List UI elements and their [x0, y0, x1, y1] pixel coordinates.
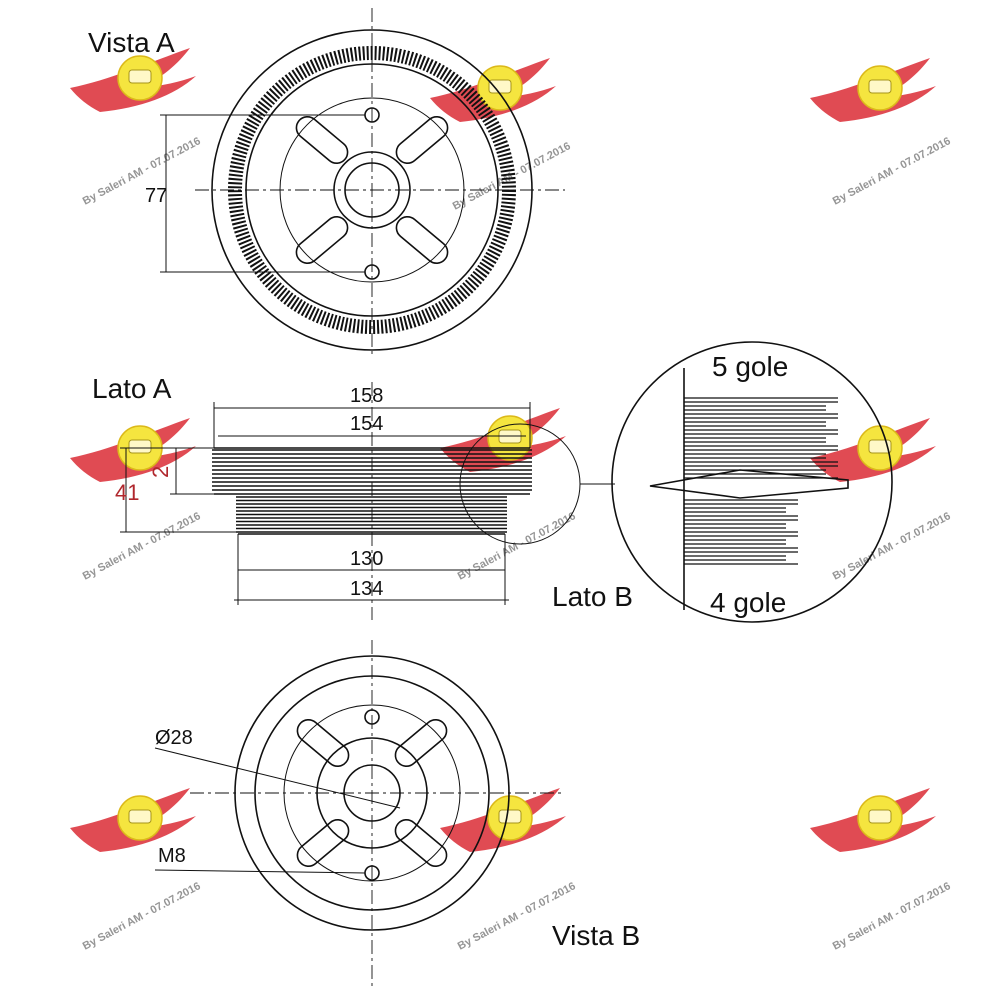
watermark-logo — [439, 787, 567, 853]
watermark-text: By Saleri AM - 07.07.2016 — [81, 135, 203, 207]
watermark-logo — [809, 57, 937, 123]
dimension-41: 41 — [115, 480, 139, 505]
watermark-text: By Saleri AM - 07.07.2016 — [831, 880, 953, 952]
groove-separator — [649, 469, 849, 499]
hub-face — [279, 97, 465, 283]
detail-label-4-gole: 4 gole — [710, 587, 786, 618]
dim-130: 130 — [237, 534, 506, 605]
spoke-slots — [296, 718, 448, 868]
view-label-vista-a: Vista A — [88, 27, 175, 58]
detail-circle — [611, 341, 893, 623]
watermark-text: By Saleri AM - 07.07.2016 — [81, 510, 203, 582]
dim-41-2: 41 2 — [115, 447, 238, 533]
watermark-text: By Saleri AM - 07.07.2016 — [451, 140, 573, 212]
dimension-130: 130 — [350, 548, 383, 570]
inner-rim — [254, 675, 490, 911]
hub-outer — [333, 151, 411, 229]
watermark-logo — [69, 787, 197, 853]
outer-rim — [211, 29, 533, 351]
dim-m8: M8 — [154, 845, 366, 874]
hub-outer — [316, 737, 428, 849]
dimension-m8: M8 — [158, 845, 186, 867]
outer-rim — [234, 655, 510, 931]
dimension-77: 77 — [145, 185, 167, 207]
dim-77: 77 — [145, 114, 365, 273]
dim-d28: Ø28 — [154, 727, 401, 809]
hub-face — [283, 704, 461, 882]
inner-rim — [245, 63, 499, 317]
detail-groove-lines — [649, 397, 849, 565]
view-side-lato-a: 158 154 130 134 41 2 Lato A Lato B — [92, 373, 633, 620]
spoke-slots — [295, 115, 449, 265]
detail-magnified-grooves: 5 gole 4 gole — [611, 341, 893, 623]
view-label-lato-b: Lato B — [552, 581, 633, 612]
view-label-lato-a: Lato A — [92, 373, 172, 404]
watermark-logo — [69, 417, 197, 483]
pulley-lower-grooves — [236, 496, 507, 533]
dimension-158: 158 — [350, 385, 383, 407]
view-b-front: Ø28 M8 Vista B — [154, 640, 640, 990]
dimension-154: 154 — [350, 413, 383, 435]
dim-154: 154 — [218, 413, 526, 437]
watermark-text: By Saleri AM - 07.07.2016 — [81, 880, 203, 952]
bolt-hole — [364, 709, 380, 725]
watermark-text: By Saleri AM - 07.07.2016 — [831, 510, 953, 582]
dim-158: 158 — [213, 385, 531, 448]
view-label-vista-b: Vista B — [552, 920, 640, 951]
view-a-front: 77 Vista A — [88, 8, 565, 355]
dimension-134: 134 — [350, 578, 383, 600]
watermark-logo — [809, 787, 937, 853]
detail-label-5-gole: 5 gole — [712, 351, 788, 382]
watermark-layer: By Saleri AM - 07.07.2016 By Saleri AM -… — [69, 47, 953, 953]
pulley-upper-grooves — [212, 449, 532, 491]
bore — [343, 764, 401, 822]
bore — [344, 162, 400, 218]
watermark-text: By Saleri AM - 07.07.2016 — [831, 135, 953, 207]
tone-ring — [228, 46, 516, 334]
dimension-diameter-28: Ø28 — [155, 727, 193, 749]
dim-134: 134 — [234, 578, 509, 601]
dimension-2: 2 — [148, 466, 173, 478]
